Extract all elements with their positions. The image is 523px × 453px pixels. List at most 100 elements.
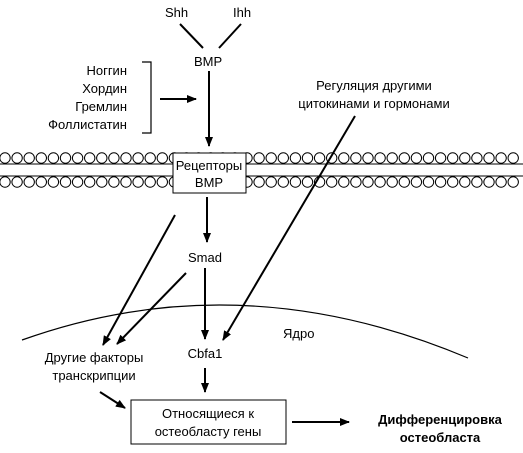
membrane-head-bottom [108, 176, 120, 188]
membrane-head-bottom [398, 176, 410, 188]
membrane-head-top [144, 152, 156, 164]
membrane-head-top [289, 152, 302, 164]
other-factors-to-genes-arrow [99, 391, 126, 409]
membrane-heads-bottom [0, 176, 519, 188]
cell-membrane [0, 152, 523, 188]
membrane-head-top [59, 152, 72, 164]
membrane-head-bottom [471, 176, 483, 188]
regulation-to-cbfa1-arrow [222, 115, 356, 341]
membrane-head-top [386, 152, 398, 164]
membrane-head-bottom [23, 176, 35, 188]
membrane-head-bottom [84, 176, 96, 188]
inhibitor-gremlin: Гремлин [75, 99, 127, 114]
regulation-label-line2: цитокинами и гормонами [298, 96, 449, 111]
membrane-head-bottom [507, 176, 519, 188]
membrane-head-bottom [156, 176, 169, 188]
membrane-head-bottom [410, 176, 423, 188]
other-factors-label-line1: Другие факторы [45, 350, 144, 365]
membrane-head-bottom [277, 176, 289, 188]
receptor-box [172, 152, 247, 194]
membrane-head-bottom [326, 176, 338, 188]
membrane-head-bottom [447, 176, 459, 188]
membrane-head-bottom [96, 176, 108, 188]
membrane-head-top [132, 152, 144, 164]
membrane-head-top [459, 152, 471, 164]
membrane-head-bottom [289, 176, 302, 188]
membrane-head-top [483, 152, 495, 164]
membrane-head-top [495, 152, 507, 164]
membrane-head-bottom [350, 176, 362, 188]
membrane-head-bottom [11, 176, 23, 188]
membrane-head-bottom [459, 176, 471, 188]
membrane-head-top [11, 152, 23, 164]
inhibitor-chordin: Хордин [82, 81, 127, 96]
membrane-head-top [253, 152, 265, 164]
membrane-head-bottom [301, 176, 314, 188]
osteoblast-genes-box [130, 399, 287, 445]
membrane-head-top [301, 152, 314, 164]
membrane-head-bottom [483, 176, 495, 188]
differentiation-label-line2: остеобласта [400, 430, 481, 445]
membrane-head-bottom [35, 176, 47, 188]
membrane-head-bottom [144, 176, 156, 188]
membrane-head-top [350, 152, 362, 164]
membrane-head-top [96, 152, 108, 164]
membrane-head-top [338, 152, 350, 164]
membrane-head-top [362, 152, 374, 164]
membrane-head-top [447, 152, 459, 164]
genes-label-line1: Относящиеся к [162, 406, 254, 421]
membrane-head-bottom [71, 176, 84, 188]
membrane-head-top [156, 152, 169, 164]
membrane-head-top [398, 152, 410, 164]
ihh-label: Ihh [233, 5, 251, 20]
inhibitor-follistatin: Фоллистатин [48, 117, 127, 132]
membrane-head-top [23, 152, 35, 164]
shh-to-bmp-line [179, 23, 204, 49]
membrane-head-bottom [59, 176, 72, 188]
membrane-head-bottom [132, 176, 144, 188]
membrane-head-bottom [362, 176, 374, 188]
membrane-head-top [265, 152, 277, 164]
membrane-head-bottom [253, 176, 265, 188]
membrane-head-top [313, 152, 326, 164]
receptor-to-other-factors-arrow [102, 214, 176, 346]
membrane-head-bottom [386, 176, 398, 188]
membrane-head-bottom [495, 176, 507, 188]
membrane-head-top [277, 152, 289, 164]
membrane-head-bottom [0, 176, 11, 188]
membrane-head-bottom [120, 176, 132, 188]
membrane-head-top [84, 152, 96, 164]
membrane-head-top [47, 152, 60, 164]
inhibitors-bracket [142, 61, 152, 134]
other-factors-label-line2: транскрипции [52, 368, 135, 383]
regulation-label-line1: Регуляция другими [316, 78, 432, 93]
membrane-head-bottom [265, 176, 277, 188]
membrane-head-top [0, 152, 11, 164]
smad-label: Smad [188, 250, 222, 265]
membrane-head-top [108, 152, 120, 164]
ihh-to-bmp-line [218, 23, 242, 49]
membrane-head-top [71, 152, 84, 164]
membrane-head-bottom [47, 176, 60, 188]
membrane-head-bottom [422, 176, 435, 188]
shh-label: Shh [165, 5, 188, 20]
membrane-head-top [507, 152, 519, 164]
membrane-head-bottom [434, 176, 447, 188]
membrane-head-top [120, 152, 132, 164]
genes-label-line2: остеобласту гены [155, 424, 262, 439]
inhibitor-noggin: Ноггин [86, 63, 127, 78]
membrane-heads-top [0, 152, 519, 164]
membrane-head-top [35, 152, 47, 164]
nucleus-label: Ядро [283, 326, 314, 341]
membrane-head-top [422, 152, 435, 164]
membrane-head-top [434, 152, 447, 164]
cbfa1-label: Cbfa1 [188, 346, 223, 361]
smad-to-other-factors-arrow [116, 272, 187, 345]
membrane-head-top [374, 152, 386, 164]
membrane-head-top [410, 152, 423, 164]
membrane-head-bottom [374, 176, 386, 188]
receptor-label-line2: BMP [195, 175, 223, 190]
bmp-label: BMP [194, 54, 222, 69]
